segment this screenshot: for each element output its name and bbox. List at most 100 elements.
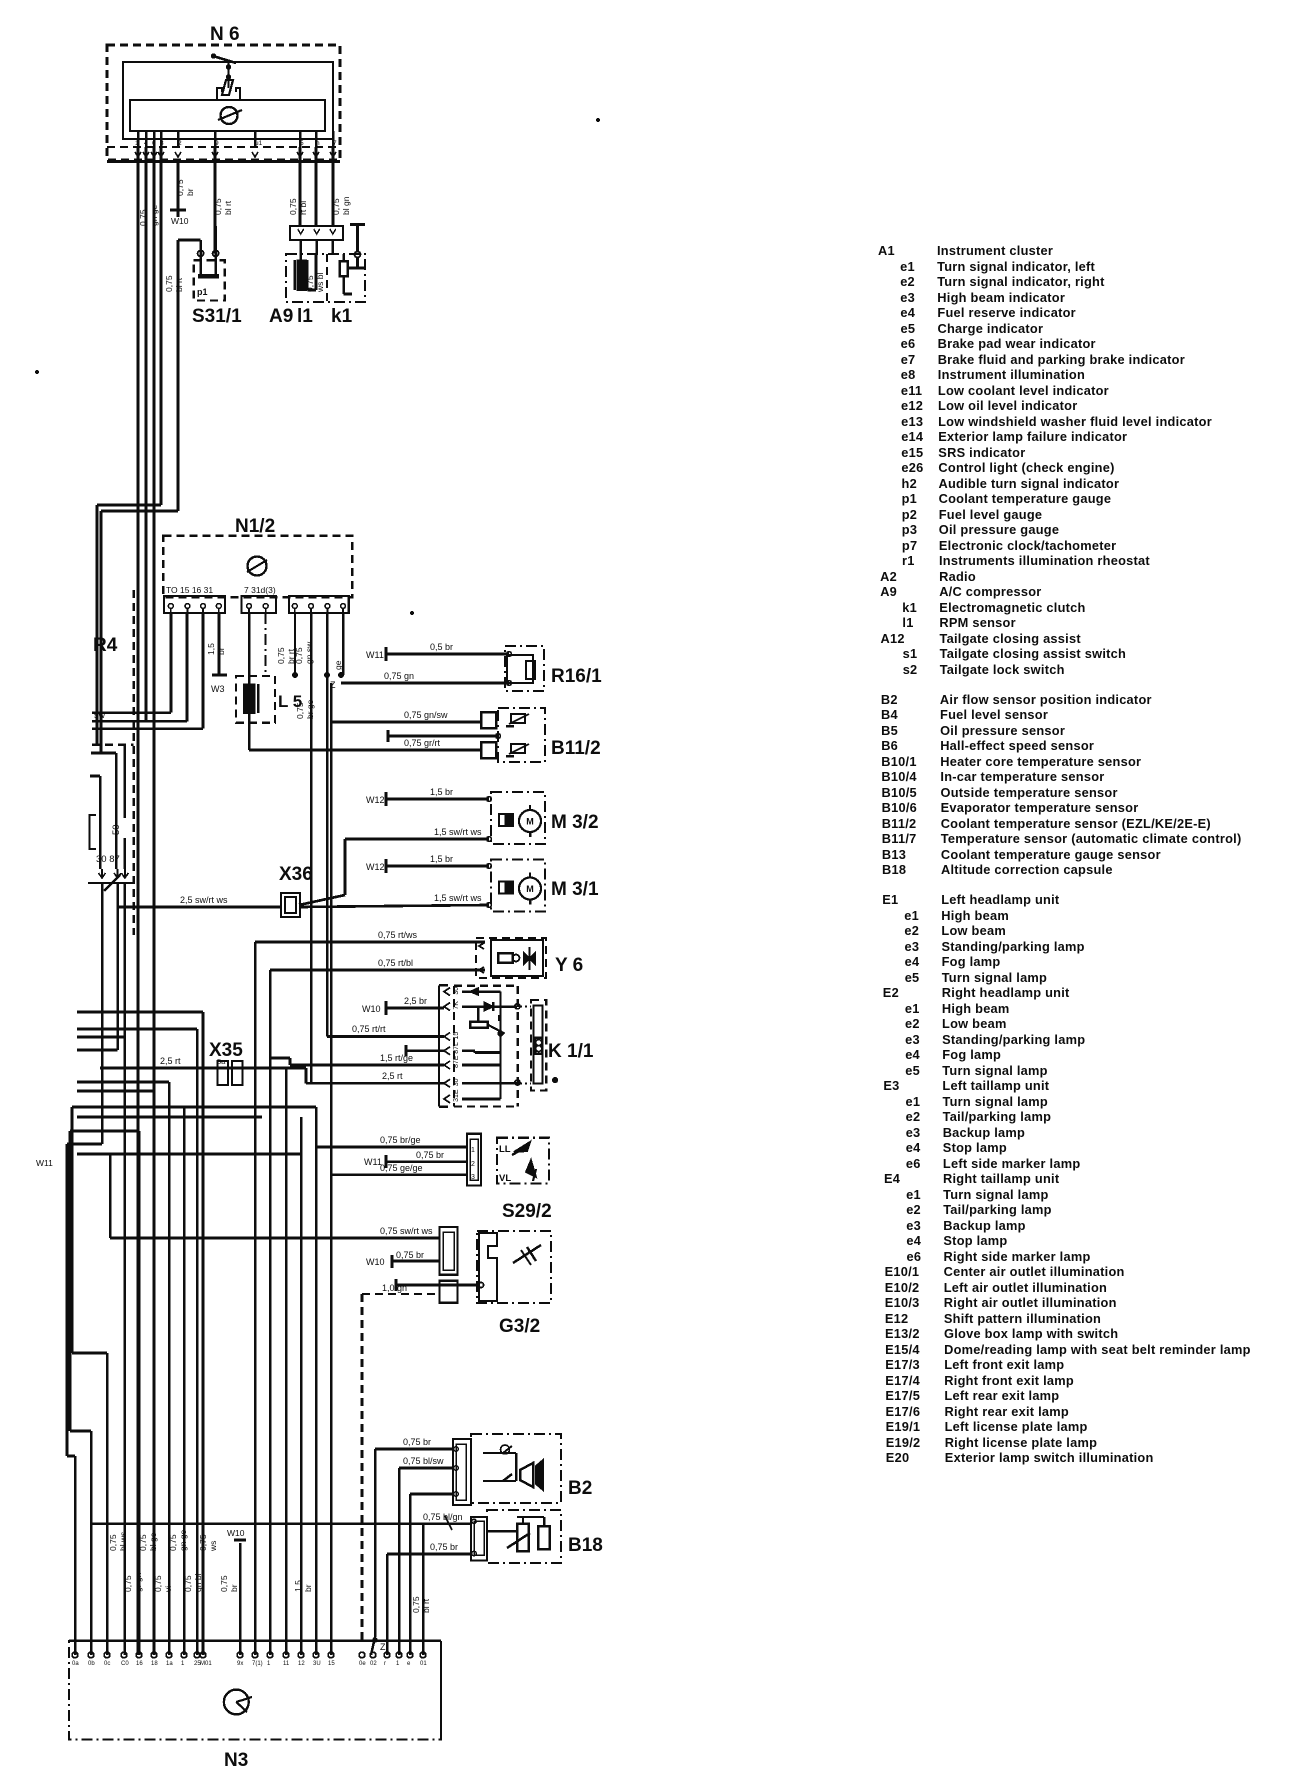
svg-text:9: 9 [215,140,219,147]
svg-text:9x: 9x [237,1661,243,1667]
svg-text:VL: VL [499,1173,511,1184]
svg-text:0,75 br: 0,75 br [403,1437,431,1447]
svg-text:5a: 5a [217,1057,226,1066]
svg-text:sw: sw [94,710,106,720]
svg-text:W10: W10 [362,1004,381,1014]
svg-text:16: 16 [136,1661,143,1667]
svg-text:87E: 87E [453,1055,460,1068]
svg-text:1: 1 [396,1661,400,1667]
svg-text:W12: W12 [366,795,385,805]
svg-text:Z: Z [380,1642,386,1652]
svg-text:ws: ws [208,1541,218,1552]
svg-text:M01: M01 [200,1661,212,1667]
svg-text:0,75 gn: 0,75 gn [384,671,414,681]
svg-text:gn sw: gn sw [304,641,314,664]
svg-text:0,75: 0,75 [183,1575,193,1592]
svg-text:3: 3 [471,1174,475,1181]
svg-text:1,5 sw/rt ws: 1,5 sw/rt ws [434,893,482,903]
svg-text:5: 5 [300,140,304,147]
svg-text:4: 4 [144,140,148,147]
svg-text:2: 2 [471,1161,475,1168]
svg-text:br: br [303,1584,313,1592]
svg-text:S31/1: S31/1 [192,306,242,327]
svg-text:0,75: 0,75 [276,647,286,664]
svg-text:k1: k1 [331,306,353,327]
svg-text:0,75: 0,75 [198,1534,208,1551]
svg-text:W12: W12 [366,862,385,872]
svg-text:0,75 rt/rt: 0,75 rt/rt [352,1024,386,1034]
svg-text:ws bl: ws bl [315,273,325,293]
svg-text:B11/2: B11/2 [551,738,601,759]
svg-text:2,5 br: 2,5 br [404,996,427,1006]
svg-text:30 87: 30 87 [96,854,120,865]
svg-text:0,75: 0,75 [305,275,315,292]
svg-text:br ge: br ge [305,699,315,719]
svg-text:0,75 br/ge: 0,75 br/ge [380,1135,421,1145]
svg-text:M: M [526,817,534,827]
svg-text:gn ge: gn ge [178,1529,188,1551]
svg-text:1,5 rt/ge: 1,5 rt/ge [380,1053,413,1063]
svg-text:1,5 br: 1,5 br [430,854,453,864]
svg-text:S29/2: S29/2 [502,1201,552,1222]
svg-text:30: 30 [453,1078,460,1086]
svg-text:W10: W10 [171,216,189,226]
svg-text:0,75 rt/ws: 0,75 rt/ws [378,930,418,940]
svg-text:u1: u1 [255,140,263,147]
svg-text:0a: 0a [72,1661,79,1667]
svg-text:l1: l1 [297,306,313,327]
svg-text:K 1/1: K 1/1 [548,1041,594,1062]
svg-text:1: 1 [471,1147,475,1154]
svg-text:7(1): 7(1) [252,1661,263,1667]
svg-text:8: 8 [160,140,164,147]
svg-text:25: 25 [194,1661,201,1667]
svg-text:p1: p1 [197,287,208,297]
svg-text:18: 18 [151,1661,158,1667]
svg-text:7 31d(3): 7 31d(3) [244,585,276,595]
svg-text:br: br [229,1584,239,1592]
svg-text:W10: W10 [227,1528,245,1538]
svg-text:2,5 rt: 2,5 rt [382,1071,403,1081]
svg-text:1a: 1a [166,1661,173,1667]
svg-text:0,75: 0,75 [108,1534,118,1551]
svg-text:bl rt: bl rt [174,277,184,292]
svg-text:bl rt: bl rt [223,200,233,215]
svg-text:M: M [526,884,534,894]
svg-text:W10: W10 [366,1257,385,1267]
svg-text:bl ge: bl ge [148,1532,158,1551]
svg-text:r: r [384,1661,386,1667]
svg-text:br: br [216,647,226,655]
svg-text:0,75 br: 0,75 br [416,1150,444,1160]
svg-text:br rt: br rt [286,648,296,664]
svg-text:gn ge: gn ge [149,204,159,226]
svg-text:1: 1 [181,1661,185,1667]
svg-text:X35: X35 [209,1040,243,1061]
svg-text:0,75 bl/gn: 0,75 bl/gn [423,1512,463,1522]
svg-text:0,75: 0,75 [153,1575,163,1592]
svg-text:30: 30 [453,987,460,995]
svg-text:rt bl: rt bl [298,201,308,215]
svg-text:0b: 0b [88,1661,95,1667]
svg-text:1,0 gn: 1,0 gn [382,1283,407,1293]
svg-text:Y 6: Y 6 [555,955,583,976]
svg-text:W11: W11 [36,1158,53,1168]
svg-text:1,5 br: 1,5 br [430,787,453,797]
svg-text:11: 11 [283,1661,290,1667]
svg-text:TO 15 16 31: TO 15 16 31 [166,585,213,595]
svg-text:vi: vi [163,1586,173,1592]
svg-text:0,75: 0,75 [288,198,298,215]
svg-text:6: 6 [152,140,156,147]
svg-text:R16/1: R16/1 [551,666,602,687]
svg-text:2: 2 [178,140,182,147]
svg-text:A9: A9 [269,306,293,327]
svg-text:B2: B2 [568,1478,592,1499]
svg-text:0,75: 0,75 [294,647,304,664]
svg-text:X36: X36 [279,864,313,885]
svg-text:C0: C0 [121,1661,129,1667]
svg-text:7: 7 [333,140,337,147]
svg-text:0,75: 0,75 [123,1575,133,1592]
svg-text:0,75: 0,75 [175,179,185,196]
svg-text:0,75 gn/sw: 0,75 gn/sw [404,710,448,720]
svg-text:0,75: 0,75 [164,275,174,292]
svg-text:0,75: 0,75 [213,198,223,215]
svg-text:gr gn: gr gn [133,1572,143,1592]
